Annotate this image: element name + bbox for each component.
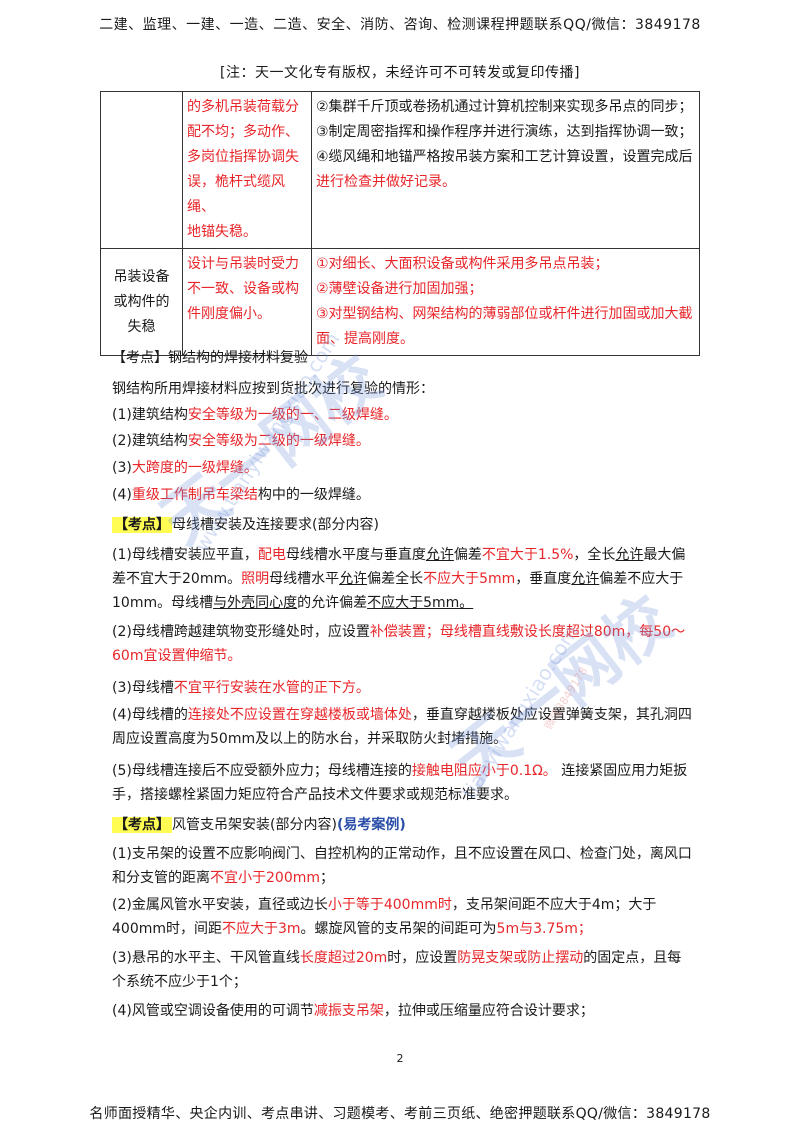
cell-line: ①对细长、大面积设备或构件采用多吊点吊装；	[316, 256, 609, 272]
page-number: 2	[396, 1052, 404, 1065]
paragraph: (4)风管或空调设备使用的可调节减振支吊架，拉伸或压缩量应符合设计要求；	[112, 1003, 594, 1019]
item-text: (2)建筑结构	[112, 433, 188, 449]
cell-line: 进行检查并做好记录。	[316, 174, 456, 190]
footer-contact-line: 名师面授精华、央企内训、考点串讲、习题模考、考前三页纸、绝密押题联系QQ/微信：…	[89, 1106, 711, 1122]
cell-line: 面、提高刚度。	[316, 331, 414, 347]
item-text: (3)	[112, 460, 132, 476]
item-text: (1)建筑结构	[112, 407, 188, 423]
item-highlight: 重级工作制吊车梁结	[131, 487, 258, 503]
cell-line: ③制定周密指挥和操作程序并进行演练，达到指挥协调一致；	[316, 124, 693, 140]
section-tag: 【考点】	[112, 817, 172, 833]
risk-table: 的多机吊装荷载分 配不均；多动作、 多岗位指挥协调失 误，桅杆式缆风绳、 地锚失…	[100, 91, 700, 356]
section-heading: 【考点】母线槽安装及连接要求(部分内容)	[112, 514, 379, 534]
section-heading: 【考点】钢结构的焊接材料复验	[112, 347, 308, 367]
section-intro: 钢结构所用焊接材料应按到货批次进行复验的情形：	[112, 381, 434, 397]
table-row: 的多机吊装荷载分 配不均；多动作、 多岗位指挥协调失 误，桅杆式缆风绳、 地锚失…	[100, 91, 700, 249]
list-item: (2)建筑结构安全等级为二级的一级焊缝。	[112, 428, 702, 454]
cell-line: 失稳	[127, 318, 156, 335]
item-highlight: 安全等级为一级的一、二级焊缝。	[187, 407, 398, 423]
cell-line: 配不均；多动作、	[187, 124, 299, 140]
cell-line: 误，桅杆式缆风绳、	[187, 174, 285, 215]
section-title: 钢结构的焊接材料复验	[168, 350, 308, 366]
paragraph: (1)母线槽安装应平直，配电母线槽水平度与垂直度允许偏差不宜大于1.5%，全长允…	[112, 547, 686, 611]
table-cell: 吊装设备 或构件的 失稳	[100, 248, 183, 356]
cell-line: 多岗位指挥协调失	[187, 149, 299, 165]
copyright-notice: [注：天一文化专有版权，未经许可不可转发或复印传播]	[220, 65, 580, 81]
cell-line: 件刚度偏小。	[187, 306, 271, 322]
paragraph: (2)金属风管水平安装，直径或边长小于等于400mm时，支吊架间距不应大于4m；…	[112, 897, 657, 937]
header-contact-line: 二建、监理、一建、一造、二造、安全、消防、咨询、检测课程押题联系QQ/微信：38…	[99, 17, 701, 33]
cell-line: 设计与吊装时受力	[187, 256, 299, 272]
section-tag: 【考点】	[112, 350, 168, 366]
paragraph: (3)母线槽不宜平行安装在水管的正下方。	[112, 680, 370, 696]
section-title: 风管支吊架安装(部分内容)	[172, 817, 337, 833]
cell-line: 地锚失稳。	[187, 224, 257, 240]
paragraph: (1)支吊架的设置不应影响阀门、自控机构的正常动作，且不应设置在风口、检查门处，…	[112, 846, 692, 886]
list-item: (4)重级工作制吊车梁结构中的一级焊缝。	[112, 482, 702, 508]
paragraph: (4)母线槽的连接处不应设置在穿越楼板或墙体处，垂直穿越楼板处应设置弹簧支架，其…	[112, 707, 692, 747]
table-cell	[100, 91, 183, 249]
table-cell: ②集群千斤顶或卷扬机通过计算机控制来实现多吊点的同步； ③制定周密指挥和操作程序…	[311, 91, 700, 249]
table-cell: ①对细长、大面积设备或构件采用多吊点吊装； ②薄壁设备进行加固加强； ③对型钢结…	[311, 248, 700, 356]
paragraph: (2)母线槽跨越建筑物变形缝处时，应设置补偿装置；母线槽直线敷设长度超过80m，…	[112, 624, 686, 664]
list-item: (1)建筑结构安全等级为一级的一、二级焊缝。	[112, 402, 702, 428]
cell-line: ④缆风绳和地锚严格按吊装方案和工艺计算设置，设置完成后	[316, 149, 693, 165]
section-title: 母线槽安装及连接要求(部分内容)	[172, 517, 379, 533]
item-highlight: 安全等级为二级的一级焊缝。	[187, 433, 370, 449]
cell-line: 吊装设备	[113, 268, 170, 285]
cell-line: ②薄壁设备进行加固加强；	[316, 281, 483, 297]
item-text: (4)	[112, 487, 132, 503]
table-cell: 设计与吊装时受力 不一致、设备或构 件刚度偏小。	[182, 248, 312, 356]
cell-line: 的多机吊装荷载分	[187, 99, 299, 115]
cell-line: ③对型钢结构、网架结构的薄弱部位或杆件进行加固或加大截	[316, 306, 693, 322]
section-heading: 【考点】风管支吊架安装(部分内容)(易考案例)	[112, 814, 406, 834]
paragraph: (3)悬吊的水平主、干风管直线长度超过20m时，应设置防晃支架或防止摆动的固定点…	[112, 950, 682, 990]
cell-line: ②集群千斤顶或卷扬机通过计算机控制来实现多吊点的同步；	[316, 99, 693, 115]
item-highlight: 大跨度的一级焊缝。	[131, 460, 258, 476]
table-row: 吊装设备 或构件的 失稳 设计与吊装时受力 不一致、设备或构 件刚度偏小。 ①对…	[100, 248, 700, 356]
table-cell: 的多机吊装荷载分 配不均；多动作、 多岗位指挥协调失 误，桅杆式缆风绳、 地锚失…	[182, 91, 312, 249]
item-text: 构中的一级焊缝。	[257, 487, 370, 503]
section-tag: 【考点】	[112, 517, 172, 533]
cell-line: 不一致、设备或构	[187, 281, 299, 297]
list-item: (3)大跨度的一级焊缝。	[112, 455, 702, 481]
section-badge: (易考案例)	[336, 817, 406, 833]
paragraph: (5)母线槽连接后不应受额外应力；母线槽连接的接触电阻应小于0.1Ω。 连接紧固…	[112, 763, 688, 803]
cell-line: 或构件的	[113, 293, 170, 310]
